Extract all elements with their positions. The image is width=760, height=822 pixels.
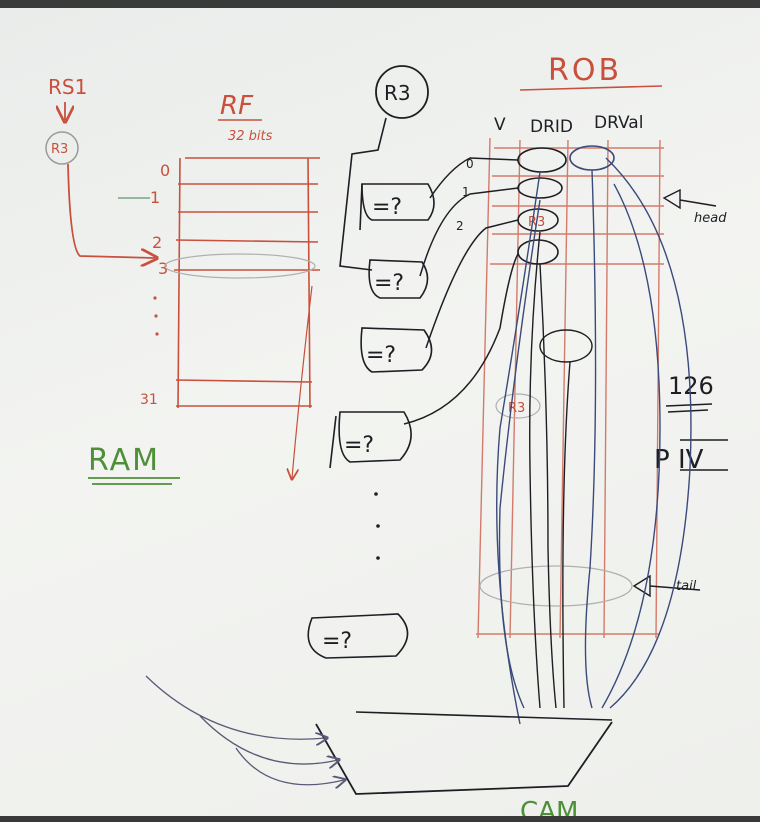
rf-row-3-highlight [165,254,315,278]
comparator-4-label: =? [344,433,374,458]
rob-entry-1-drid [518,178,562,198]
whiteboard-diagram: RS1 R3 RF 32 bits 0 1 2 3 31 RAM R3 =? [0,8,760,816]
rob-entry-0-drid [518,148,566,172]
rs1-register-label: R3 [51,142,68,157]
rf-index-31: 31 [140,392,158,408]
rob-entry-middle [540,330,592,362]
window-top-bar [0,0,760,8]
rf-index-0: 0 [160,161,170,180]
tail-label: tail [676,579,697,594]
rob-tail-entry [480,566,632,606]
whiteboard: RS1 R3 RF 32 bits 0 1 2 3 31 RAM R3 =? [0,8,760,816]
rob-column-v: V [494,115,506,135]
rob-title: ROB [548,53,622,88]
cam-input-arrows [146,676,344,785]
rs1-to-rf-arrow [68,164,155,258]
rf-subtitle: 32 bits [228,129,273,144]
comparator-to-rob-wires [404,158,518,424]
comparator-3: =? [361,328,431,372]
rf-index-1: 1 [150,188,160,207]
comparator-4: =? [330,412,411,468]
head-pointer-arrow [664,190,680,208]
comparator-2-label: =? [374,271,404,296]
rob-size-underline-2 [668,410,708,412]
comparator-last: =? [308,614,407,658]
ram-label: RAM [88,443,160,478]
rob-column-drval: DRVal [594,113,643,133]
tag-r3-label: R3 [384,81,411,105]
comparator-last-label: =? [322,629,352,654]
head-pointer-line [680,200,716,206]
rob-column-drid: DRID [530,117,573,137]
rf-index-2: 2 [152,233,162,252]
comparator-1: =? [360,184,434,230]
head-label: head [694,211,727,226]
cam-mux-trapezoid [316,722,612,794]
rob-index-2: 2 [456,219,464,233]
cam-label: CAM [520,797,578,816]
comparator-1-label: =? [372,195,402,220]
rs1-label: RS1 [48,75,87,99]
comparator-2: =? [369,260,427,298]
rob-table-grid [476,138,664,638]
rf-table [174,158,320,408]
rf-title: RF [220,91,254,121]
comparator-ellipsis [374,492,380,560]
window-bottom-bar [0,816,760,822]
rf-ellipsis [153,296,158,335]
cam-bus-line [356,712,612,720]
comparator-3-label: =? [366,343,396,368]
rob-size-underline-1 [666,404,712,406]
